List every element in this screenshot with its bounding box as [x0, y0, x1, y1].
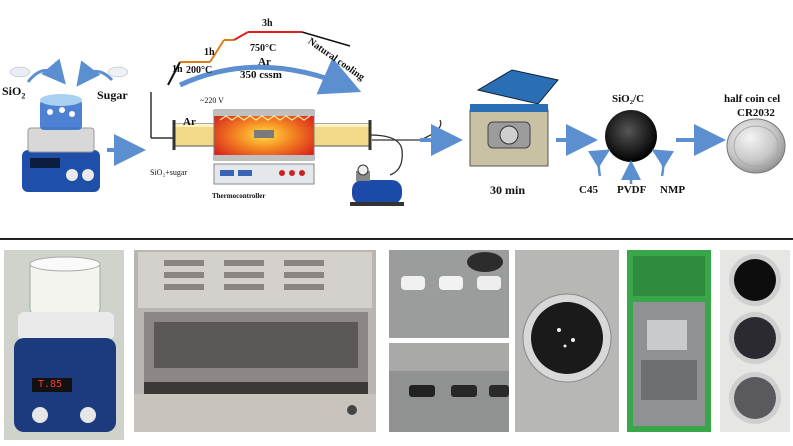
sio2-arrow [26, 58, 66, 85]
photo-boats-after [389, 343, 509, 432]
photo-ball-mill [627, 250, 711, 432]
step-1h-b: 1h [204, 47, 215, 58]
photo-boats-before [389, 250, 509, 338]
ball-mill-icon [469, 69, 559, 167]
coin-cell-label-2: CR2032 [737, 107, 775, 119]
coin-cell-icon [726, 118, 786, 174]
section-divider [0, 238, 793, 240]
magnetic-stirrer-icon [22, 94, 100, 192]
photo-dish [515, 250, 619, 432]
process-schematic [9, 31, 786, 206]
sio2-c-powder-icon [605, 110, 657, 162]
heating-profile-graph [167, 31, 351, 86]
nmp-label: NMP [660, 184, 686, 196]
photo-furnace [134, 250, 376, 432]
photo-stirrer: T.85 [4, 250, 124, 440]
sio2-label: SiO2 [2, 84, 26, 101]
thermocontroller-label: Thermocontroller [212, 192, 266, 200]
mill-time-label: 30 min [490, 183, 526, 197]
c45-label: C45 [579, 184, 598, 196]
ar-gas-label: Ar [258, 56, 271, 68]
step-1h-a: 1h [172, 64, 183, 75]
step-3h: 3h [262, 18, 273, 29]
mix-label: SiO₂+sugar [150, 168, 188, 177]
sugar-label: Sugar [97, 88, 128, 102]
stirrer-display: T.85 [38, 379, 63, 390]
tube-furnace-icon [172, 109, 372, 185]
pvdf-label: PVDF [617, 184, 647, 196]
coin-cell-label-1: half coin cel [724, 93, 781, 105]
gas-flow-arrow [178, 57, 362, 95]
step-750: 750°C [250, 43, 277, 54]
photo-powders [720, 250, 790, 432]
vacuum-pump-icon [350, 164, 404, 206]
step-200: 200°C [186, 65, 213, 76]
product-label: SiO₂/C [612, 93, 645, 105]
sugar-arrow [76, 60, 114, 87]
ar-tube-label: Ar [183, 116, 196, 128]
voltage-label: ~220 V [200, 96, 224, 105]
flow-rate-label: 350 cssm [240, 69, 282, 81]
